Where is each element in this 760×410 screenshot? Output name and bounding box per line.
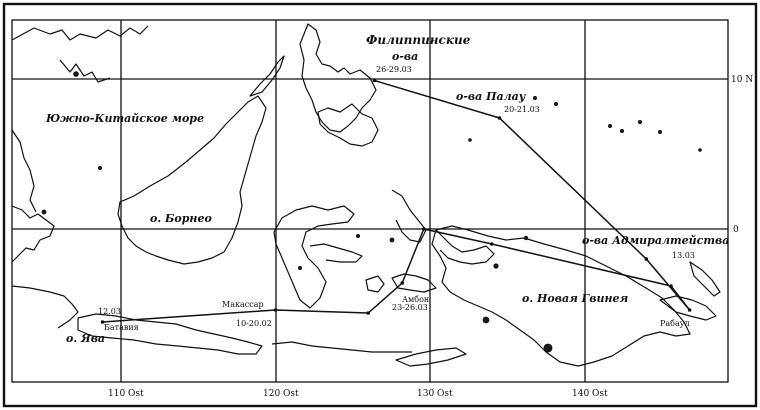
coast-new-guinea — [431, 225, 691, 367]
coast-buru — [365, 275, 385, 293]
label-rabaul: Рабаул — [660, 319, 690, 328]
coast-sulawesi-arm — [309, 243, 363, 263]
route-waypoint — [644, 257, 649, 261]
coast-malaya — [11, 205, 55, 263]
label-admiralty: о-ва Адмиралтейства — [582, 234, 729, 247]
coast-java — [77, 313, 263, 355]
coast-borneo — [117, 95, 267, 265]
longitude-140: 140 Ost — [572, 389, 608, 399]
island-speck — [98, 165, 103, 170]
island-speck — [355, 233, 360, 238]
island-speck — [41, 209, 47, 215]
longitude-120: 120 Ost — [263, 389, 299, 399]
coast-indochina — [11, 25, 149, 213]
label-ambon: Амбон — [402, 295, 429, 304]
label-java: о. Ява — [66, 332, 105, 345]
route-waypoint — [497, 116, 502, 120]
place-labels: Макассар Батавия Амбон Рабаул — [104, 295, 690, 332]
island-speck — [73, 71, 79, 77]
coastlines — [11, 23, 721, 367]
route-waypoint — [687, 308, 692, 312]
map-inner-frame — [11, 19, 729, 383]
coast-lesser-sunda — [271, 341, 412, 353]
date-philippines: 26-29.03 — [376, 65, 412, 74]
route-waypoint — [372, 78, 377, 83]
coast-sumatra — [11, 285, 79, 329]
date-makassar: 10-20.02 — [236, 319, 272, 328]
longitude-130: 130 Ost — [417, 389, 453, 399]
label-batavia: Батавия — [104, 323, 139, 332]
route-waypoint — [100, 320, 105, 324]
coast-mindanao — [317, 103, 379, 147]
label-philippines-2: о-ва — [392, 50, 418, 63]
label-palau: о-ва Палау — [456, 90, 527, 103]
date-batavia: 12.03 — [98, 307, 121, 316]
island-speck — [608, 124, 613, 129]
label-makassar: Макассар — [222, 300, 264, 309]
label-borneo: о. Борнео — [150, 212, 212, 225]
latitude-labels: 10 N 0 — [731, 75, 753, 235]
route-waypoint — [422, 227, 426, 231]
coast-seram — [391, 273, 437, 293]
label-new-guinea: о. Новая Гвинея — [522, 292, 628, 305]
route-waypoint — [400, 281, 405, 285]
island-specks — [41, 71, 702, 353]
route-waypoint — [669, 284, 673, 288]
latitude-10n: 10 N — [731, 75, 753, 85]
island-speck — [543, 343, 553, 353]
label-philippines-1: Филиппинские — [366, 33, 471, 47]
date-labels: 26-29.03 20-21.03 10-20.02 23-26.03 12.0… — [98, 65, 695, 328]
island-speck — [533, 96, 538, 101]
coast-sulawesi — [273, 205, 355, 309]
longitude-labels: 110 Ost 120 Ost 130 Ost 140 Ost — [108, 389, 608, 399]
island-speck — [297, 265, 302, 270]
label-south-china-sea: Южно-Китайское море — [45, 112, 204, 125]
date-ambon: 23-26.03 — [392, 303, 428, 312]
island-speck — [698, 148, 702, 152]
date-palau: 20-21.03 — [504, 105, 540, 114]
island-speck — [468, 138, 472, 142]
coast-timor — [395, 347, 467, 367]
coast-bird-head — [435, 229, 495, 265]
island-speck — [658, 129, 663, 134]
island-speck — [554, 102, 559, 107]
longitude-110: 110 Ost — [108, 389, 144, 399]
island-speck — [389, 237, 395, 243]
route-waypoint — [366, 311, 371, 315]
ship-route — [100, 78, 692, 324]
coast-indochina-inner — [59, 59, 111, 83]
island-speck — [620, 128, 625, 133]
date-admiralty: 13.03 — [672, 251, 695, 260]
coast-palawan — [249, 55, 285, 97]
coast-new-ireland — [689, 261, 721, 297]
island-speck — [482, 316, 490, 324]
route-waypoint — [273, 308, 278, 312]
region-labels: Филиппинские о-ва Южно-Китайское море о-… — [45, 33, 729, 345]
coast-halmahera — [391, 189, 427, 243]
latitude-equator: 0 — [733, 225, 739, 235]
island-speck — [493, 263, 499, 269]
coast-new-britain — [659, 295, 717, 321]
island-speck — [638, 120, 643, 125]
route-waypoint — [490, 242, 494, 246]
island-speck — [523, 235, 529, 241]
coast-luzon — [299, 23, 377, 133]
